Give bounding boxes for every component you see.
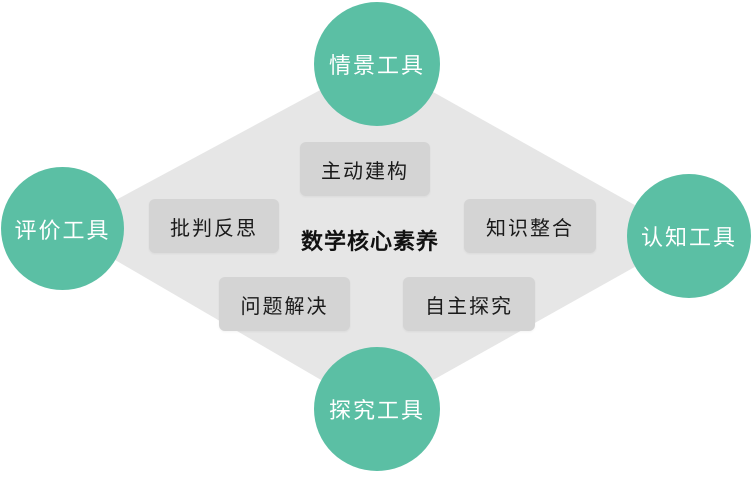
competency-label: 自主探究	[425, 293, 513, 318]
competency-label: 知识整合	[486, 215, 574, 240]
competency-critical-reflection: 批判反思	[149, 199, 279, 253]
center-title: 数学核心素养	[300, 230, 439, 255]
tool-label-inquiry: 探究工具	[328, 399, 425, 424]
tool-circle-cognitive: 认知工具	[627, 174, 751, 298]
competency-label: 问题解决	[240, 293, 329, 318]
tool-circle-scenario: 情景工具	[314, 2, 440, 126]
competency-label: 批判反思	[170, 215, 258, 240]
tool-circle-evaluation: 评价工具	[1, 167, 124, 290]
competency-active-construction: 主动建构	[300, 142, 430, 196]
competency-problem-solving: 问题解决	[219, 277, 350, 331]
competency-knowledge-integration: 知识整合	[464, 199, 596, 253]
tool-label-evaluation: 评价工具	[14, 218, 111, 244]
tool-circle-inquiry: 探究工具	[314, 347, 440, 471]
tool-label-scenario: 情景工具	[328, 54, 425, 79]
competency-label: 主动建构	[321, 158, 409, 183]
competency-independent-inquiry: 自主探究	[403, 277, 535, 331]
tool-label-cognitive: 认知工具	[640, 226, 737, 251]
